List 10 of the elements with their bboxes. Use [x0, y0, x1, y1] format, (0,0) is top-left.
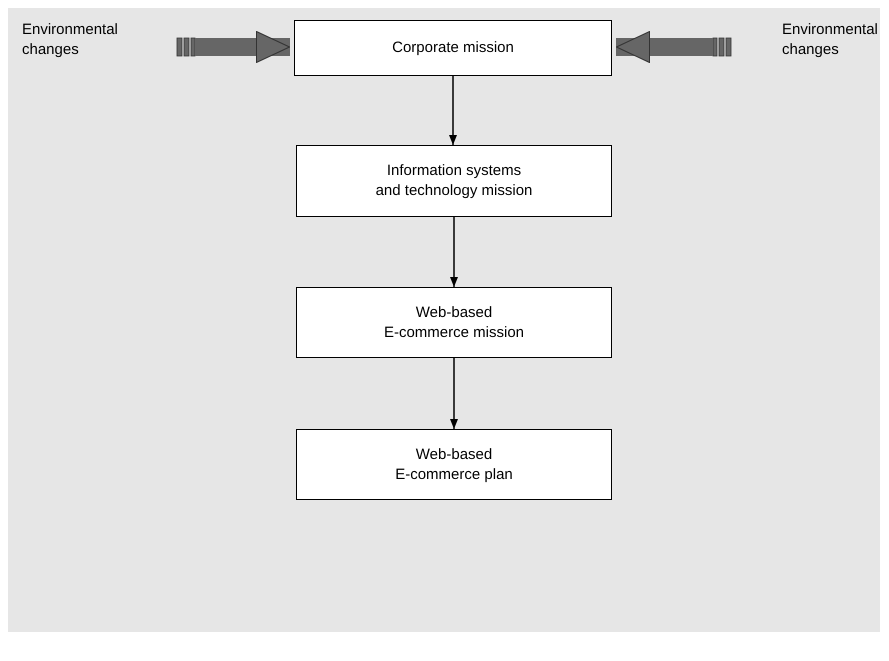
- process-box: [294, 20, 612, 76]
- process-box: [296, 429, 612, 500]
- node-label: Environmental changes: [713, 18, 882, 62]
- box-text: Web-based E-commerce plan: [394, 444, 514, 484]
- node-label: Environmental changes: [22, 18, 195, 62]
- box-text: Web-based E-commerce mission: [382, 302, 526, 342]
- process-box: [296, 145, 612, 217]
- box-text: Information systems and technology mission: [374, 161, 534, 201]
- process-box: [296, 287, 612, 358]
- box-text: Corporate mission: [391, 38, 515, 58]
